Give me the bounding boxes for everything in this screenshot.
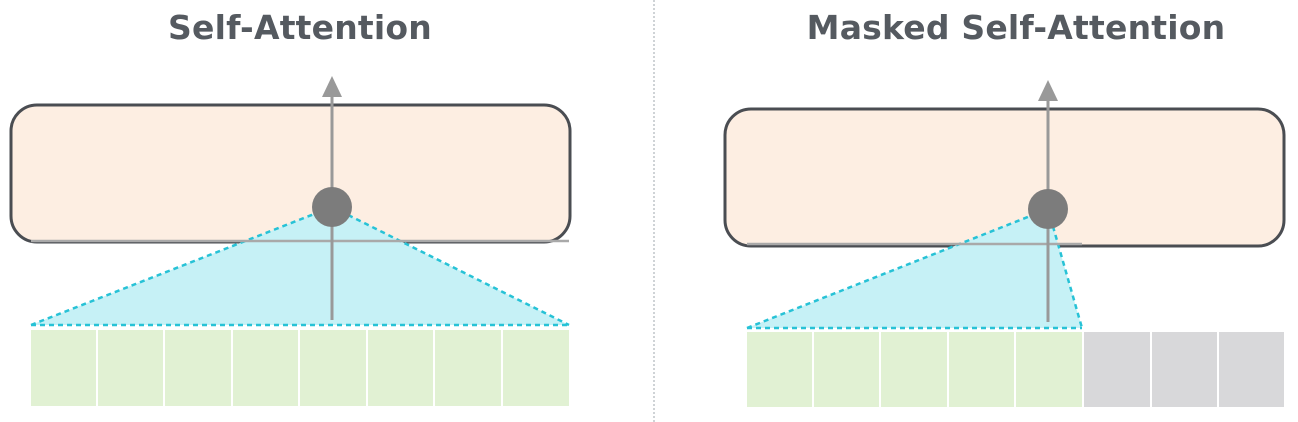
- masked-attention-field: [747, 209, 1082, 328]
- token-cell: [503, 330, 569, 406]
- self-attention-diagram: [9, 76, 572, 406]
- attention-field-right-edge: [1046, 208, 1084, 329]
- masked-token-cell: [1219, 332, 1284, 407]
- masked-self-attention-panel: Masked Self-Attention: [656, 0, 1298, 422]
- token-cell: [747, 332, 812, 407]
- token-cell: [368, 330, 433, 406]
- token-cell: [435, 330, 501, 406]
- masked-self-attention-diagram: [723, 80, 1286, 407]
- panel-title-masked-self-attention: Masked Self-Attention: [806, 8, 1226, 47]
- masked-token-cell: [1084, 332, 1150, 407]
- output-arrow-head-icon: [1038, 80, 1058, 101]
- attention-field: [31, 207, 569, 325]
- self-attention-panel: Self-Attention: [9, 8, 572, 406]
- token-cell: [31, 330, 96, 406]
- attention-node: [312, 187, 352, 227]
- attention-layer-box: [9, 103, 572, 244]
- token-cell: [98, 330, 163, 406]
- token-row: [747, 332, 1284, 407]
- output-arrow-head-icon: [322, 76, 342, 97]
- attention-layer-box: [723, 107, 1286, 248]
- token-row: [31, 330, 569, 406]
- token-cell: [814, 332, 879, 407]
- attention-node: [1028, 189, 1068, 229]
- panel-divider: [653, 0, 655, 422]
- token-cell: [165, 330, 231, 406]
- token-cell: [1016, 332, 1082, 407]
- panel-title-self-attention: Self-Attention: [168, 8, 432, 47]
- token-cell: [949, 332, 1014, 407]
- attention-field-right-edge: [331, 205, 570, 327]
- token-cell: [300, 330, 366, 406]
- token-cell: [881, 332, 947, 407]
- token-cell: [233, 330, 298, 406]
- masked-token-cell: [1152, 332, 1217, 407]
